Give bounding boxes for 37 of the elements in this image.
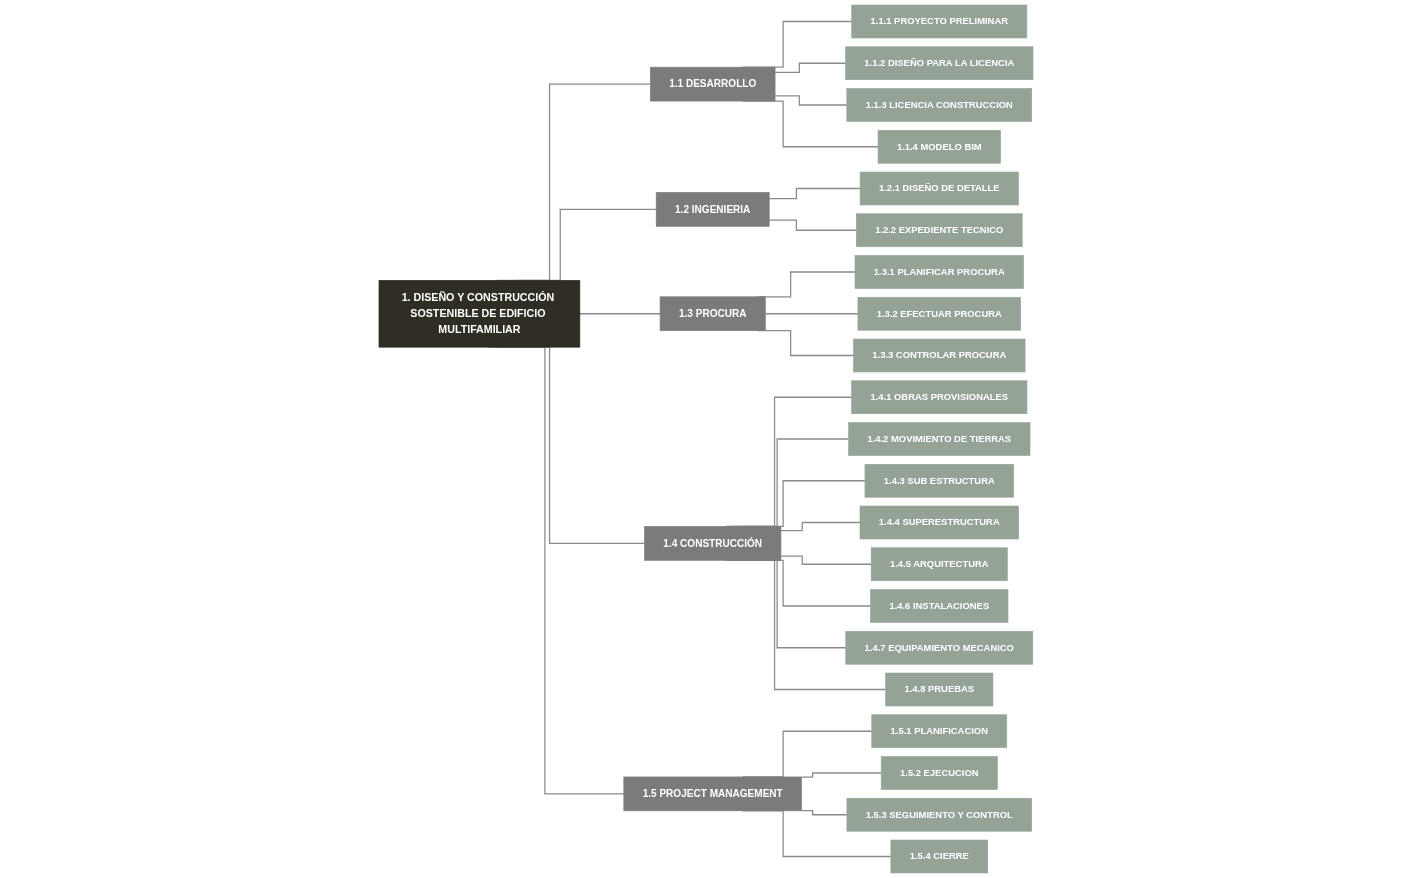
connector (780, 521, 861, 532)
node-box: 1.3.1 PLANIFICAR PROCURA (854, 255, 1024, 289)
node-box: 1.4.7 EQUIPAMIENTO MECANICO (845, 630, 1034, 665)
node-box: 1.5.3 SEGUIMIENTO Y CONTROL (846, 797, 1032, 832)
connector (579, 313, 661, 315)
node-box: 1.3.3 CONTROLAR PROCURA (853, 338, 1026, 373)
node-box: 1.4.6 INSTALACIONES (870, 589, 1009, 623)
node-box: 1.5.1 PLANIFICACION (871, 714, 1008, 749)
node-box: 1.1 DESARROLLO (650, 66, 776, 102)
node-box: 1.4.3 SUB ESTRUCTURA (864, 463, 1014, 498)
node-box: 1.3 PROCURA (659, 296, 766, 331)
node-box: 1.4.2 MOVIMIENTO DE TIERRAS (848, 422, 1031, 456)
connector (800, 772, 882, 778)
node-box: 1.4.4 SUPERESTRUCTURA (859, 505, 1019, 540)
node-box: 1.4.5 ARQUITECTURA (870, 547, 1008, 582)
node-box: 1.1.4 MODELO BIM (877, 129, 1001, 164)
node-box: 1.1.3 LICENCIA CONSTRUCCION (846, 88, 1033, 122)
connector (774, 62, 847, 73)
node-box: 1.2.2 EXPEDIENTE TECNICO (856, 213, 1023, 248)
node-box: 1.1.1 PROYECTO PRELIMINAR (851, 4, 1028, 39)
node-box: 1.5 PROJECT MANAGEMENT (623, 776, 802, 812)
node-box: 1.3.2 EFECTUAR PROCURA (857, 296, 1021, 331)
node-box: 1. DISEÑO Y CONSTRUCCIÓN SOSTENIBLE DE EDIFICIO MULTIFAMILIAR (378, 280, 581, 348)
connector (780, 555, 872, 565)
node-box: 1.5.2 EJECUCION (880, 756, 998, 790)
node-box: 1.4.8 PRUEBAS (885, 672, 994, 707)
connector (764, 313, 859, 315)
node-box: 1.2 INGENIERIA (655, 192, 770, 227)
node-box: 1.1.2 DISEÑO PARA LA LICENCIA (845, 46, 1034, 81)
node-box: 1.2.1 DISEÑO DE DETALLE (859, 171, 1019, 206)
connector (768, 187, 861, 200)
node-box: 1.4 CONSTRUCCIÓN (644, 526, 782, 561)
connector (768, 219, 857, 231)
connector (800, 810, 848, 816)
node-box: 1.5.4 CIERRE (890, 839, 988, 874)
connector (774, 95, 848, 106)
node-box: 1.4.1 OBRAS PROVISIONALES (851, 380, 1028, 415)
